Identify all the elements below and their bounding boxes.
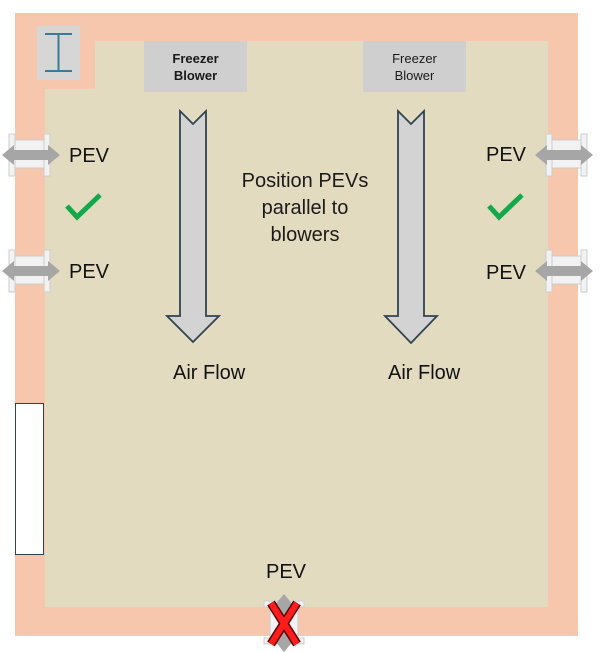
i-beam-box bbox=[37, 26, 80, 80]
checkmark-icon-left bbox=[65, 193, 102, 221]
pev-label-right-bottom: PEV bbox=[486, 262, 527, 284]
freezer-door bbox=[15, 403, 44, 555]
freezer-floor bbox=[45, 89, 548, 607]
pev-label-left-bottom: PEV bbox=[69, 261, 110, 283]
pev-label-bottom: PEV bbox=[266, 561, 307, 583]
airflow-label-right: Air Flow bbox=[388, 362, 461, 384]
pev-icon-left-top bbox=[2, 133, 60, 177]
pev-label-right-top: PEV bbox=[486, 144, 527, 166]
blower-left-line2: Blower bbox=[173, 67, 218, 83]
down-arrow-icon-left bbox=[164, 108, 222, 344]
pev-label-left-top: PEV bbox=[69, 145, 110, 167]
pev-icon-bottom bbox=[263, 594, 305, 652]
down-arrow-icon-right bbox=[382, 108, 440, 345]
i-beam-icon bbox=[45, 33, 72, 72]
freezer-blower-right: Freezer Blower bbox=[363, 41, 466, 92]
instruction-note: Position PEVs parallel to blowers bbox=[226, 168, 384, 249]
note-line-3: blowers bbox=[270, 224, 340, 246]
note-line-1: Position PEVs bbox=[241, 170, 369, 192]
pev-icon-left-bottom bbox=[2, 249, 60, 293]
pev-icon-right-bottom bbox=[535, 249, 593, 293]
pev-icon-right-top bbox=[535, 133, 593, 177]
blower-left-line1: Freezer bbox=[172, 50, 219, 66]
airflow-label-left: Air Flow bbox=[173, 362, 246, 384]
blower-right-line1: Freezer bbox=[392, 50, 437, 66]
checkmark-icon-right bbox=[487, 193, 524, 221]
blower-right-line2: Blower bbox=[394, 67, 435, 83]
note-line-2: parallel to bbox=[261, 197, 349, 219]
x-mark-icon bbox=[267, 600, 301, 647]
freezer-blower-left: Freezer Blower bbox=[144, 41, 247, 92]
